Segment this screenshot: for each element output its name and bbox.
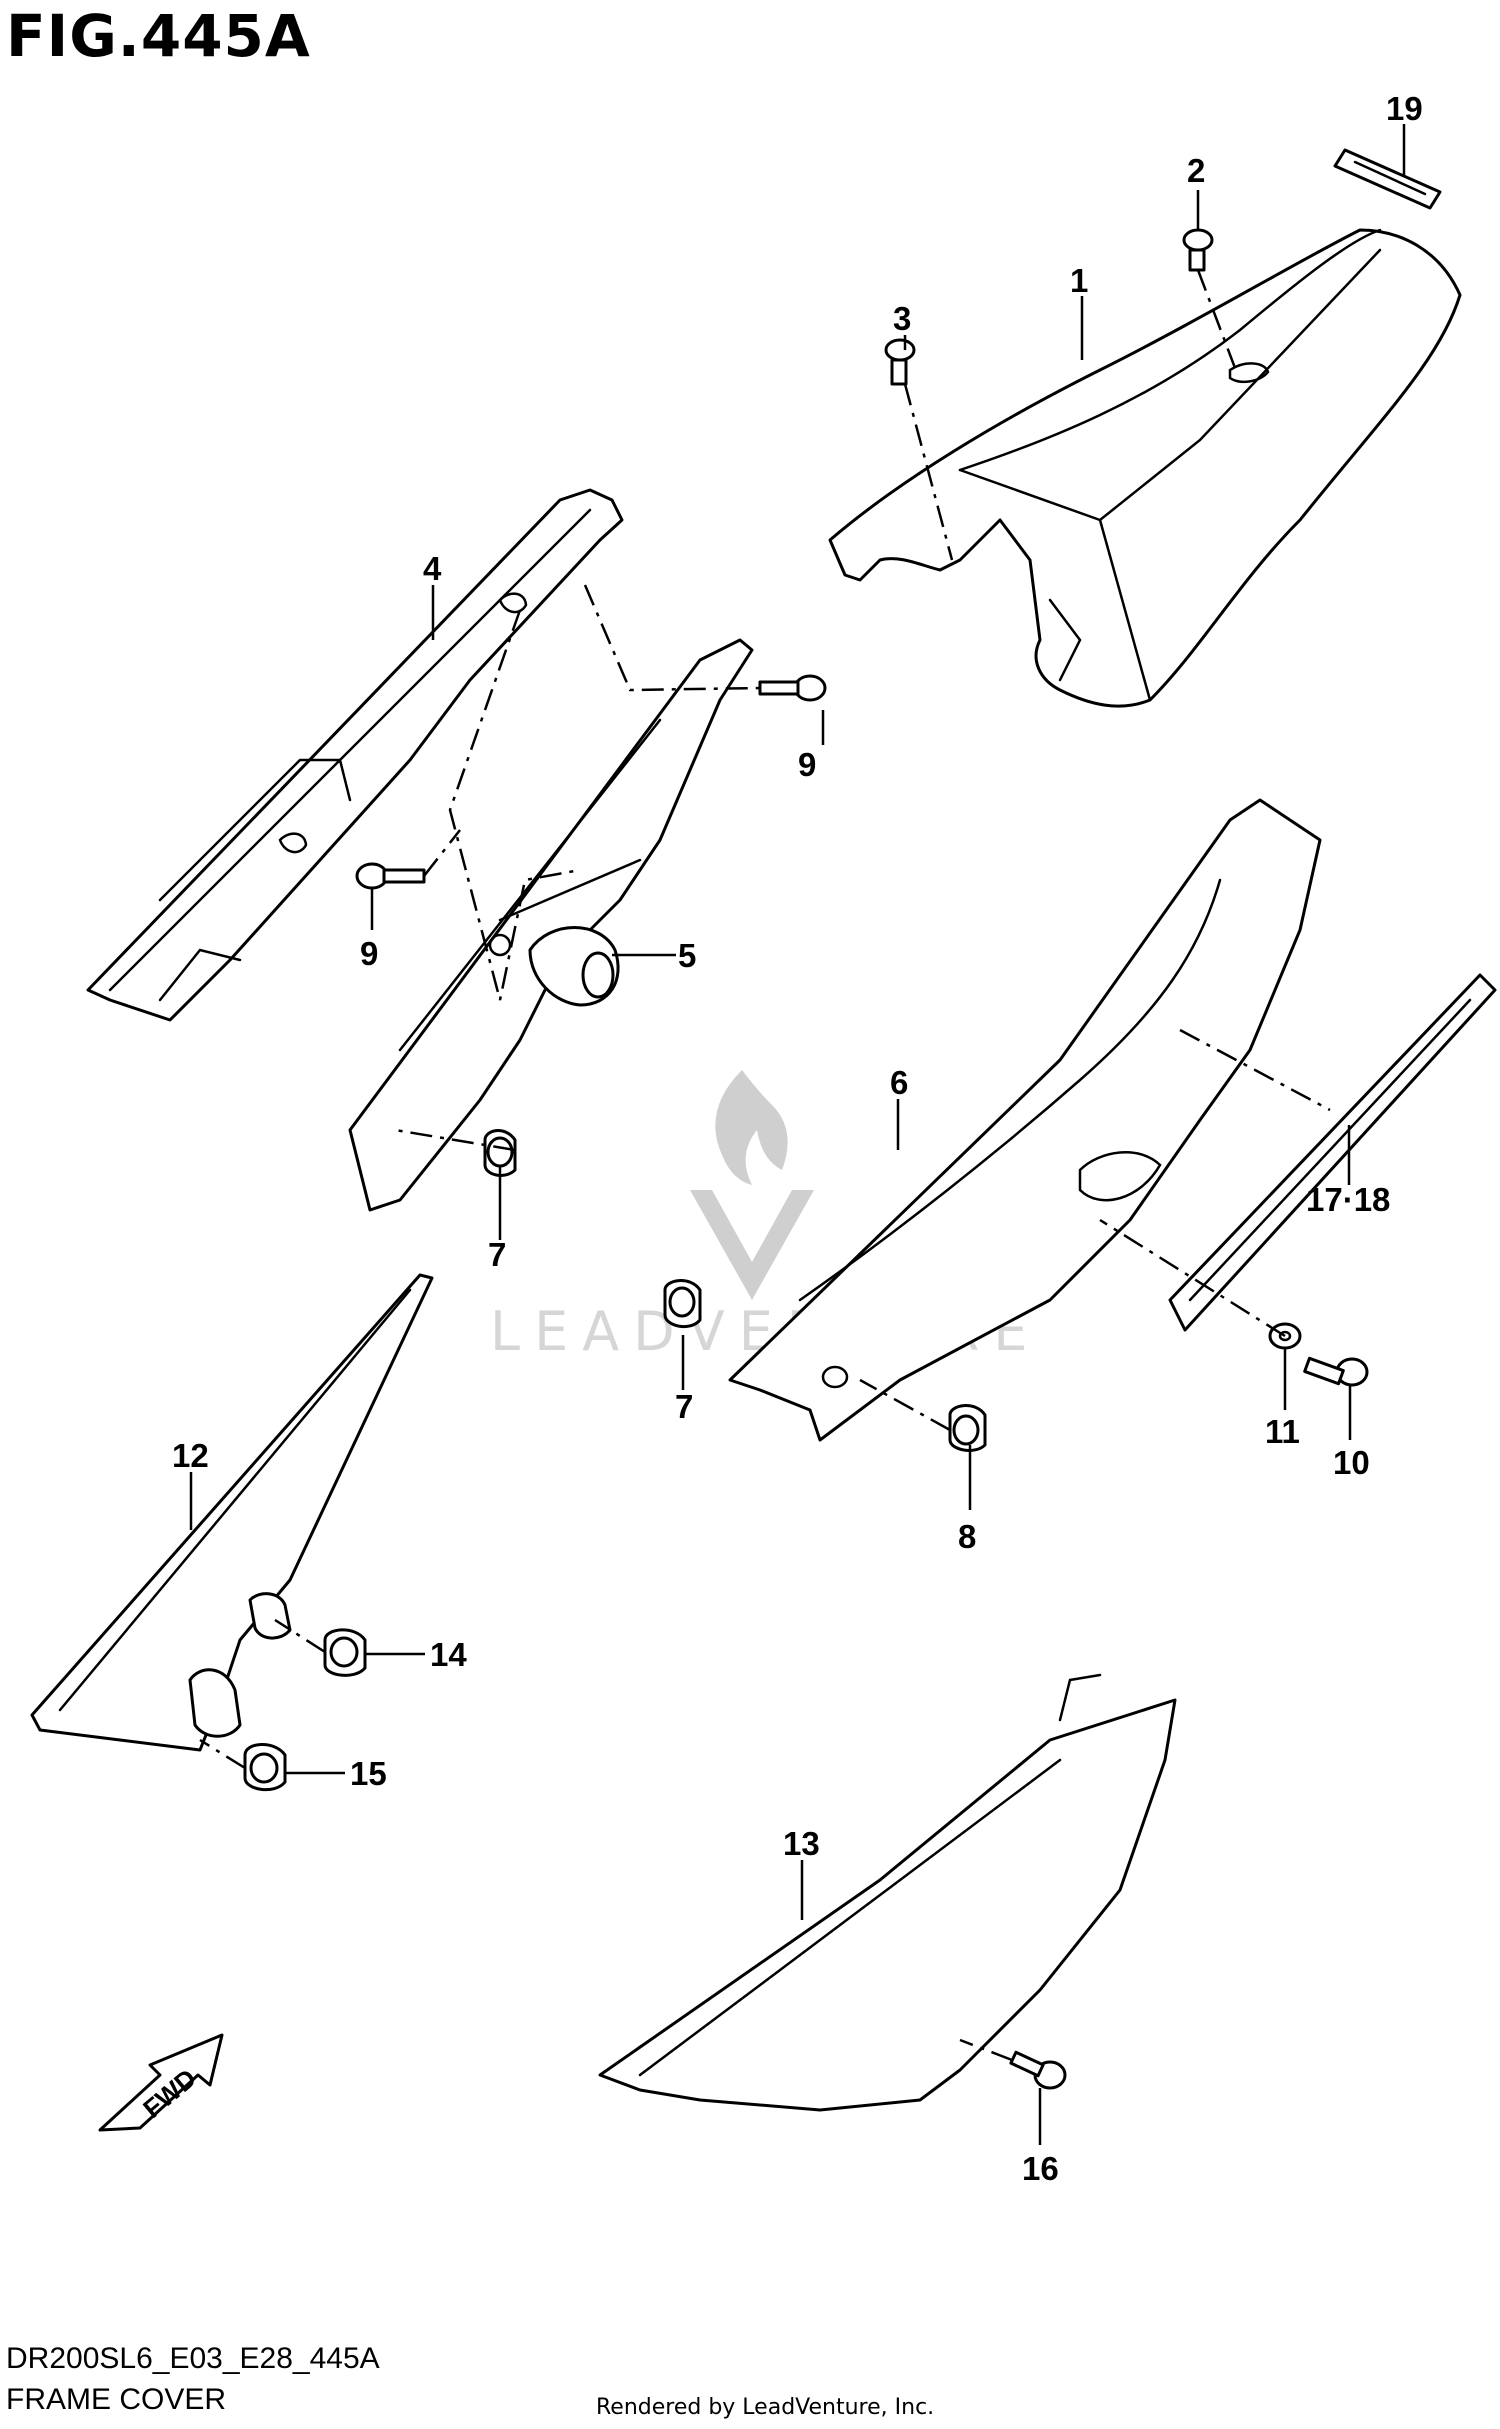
callout-16: 16 xyxy=(1022,2150,1059,2187)
part-16-screw xyxy=(1009,2050,1067,2090)
part-3-screw xyxy=(884,338,916,386)
callout-labels: 1 2 3 4 5 6 7 7 8 9 9 10 11 12 13 14 15 … xyxy=(172,90,1423,2187)
part-19-emblem xyxy=(1333,148,1442,210)
callout-7-left: 7 xyxy=(488,1236,506,1273)
part-10-screw xyxy=(1303,1356,1369,1387)
figure-title: FIG.445A xyxy=(6,2,311,70)
callout-13: 13 xyxy=(783,1825,820,1862)
part-14-grommet xyxy=(323,1628,367,1677)
part-8-grommet xyxy=(948,1404,987,1452)
callout-leaders xyxy=(189,124,1406,2145)
callout-9-lower: 9 xyxy=(360,935,378,972)
part-1-rear-cover xyxy=(828,228,1462,708)
callout-8: 8 xyxy=(958,1518,976,1555)
callout-9-upper: 9 xyxy=(798,746,816,783)
part-5-frame-bracket xyxy=(348,638,754,1212)
callout-12: 12 xyxy=(172,1437,209,1474)
callout-6: 6 xyxy=(890,1064,908,1101)
fwd-arrow: FWD xyxy=(98,2033,224,2132)
part-4-rail-cover xyxy=(86,488,624,1022)
part-12-front-cover xyxy=(30,1273,434,1752)
part-13-lower-cover xyxy=(598,1673,1177,2112)
part-9-screw-upper xyxy=(758,674,827,702)
part-9-screw-lower xyxy=(355,862,426,890)
part-2-screw xyxy=(1182,228,1214,272)
figure-code: DR200SL6_E03_E28_445A xyxy=(6,2342,380,2375)
callout-19: 19 xyxy=(1386,90,1423,127)
callout-15: 15 xyxy=(350,1755,387,1792)
callout-11: 11 xyxy=(1265,1413,1300,1450)
callout-4: 4 xyxy=(423,550,442,587)
callout-2: 2 xyxy=(1187,152,1205,189)
part-15-grommet xyxy=(243,1743,287,1792)
assembly-lines xyxy=(199,269,1331,2062)
part-6-side-cover xyxy=(728,798,1322,1442)
part-7-grommet-right xyxy=(663,1279,702,1329)
part-7-grommet-left xyxy=(483,1129,517,1177)
callout-7-right: 7 xyxy=(675,1388,693,1425)
render-credit: Rendered by LeadVenture, Inc. xyxy=(596,2395,935,2420)
callout-14: 14 xyxy=(430,1636,467,1673)
callout-10: 10 xyxy=(1333,1444,1370,1481)
figure-name: FRAME COVER xyxy=(6,2383,227,2416)
callout-17-18: 17·18 xyxy=(1306,1181,1390,1218)
callout-5: 5 xyxy=(678,937,696,974)
part-17-18-decal xyxy=(1168,973,1497,1332)
callout-1: 1 xyxy=(1070,262,1088,299)
callout-3: 3 xyxy=(893,300,911,337)
